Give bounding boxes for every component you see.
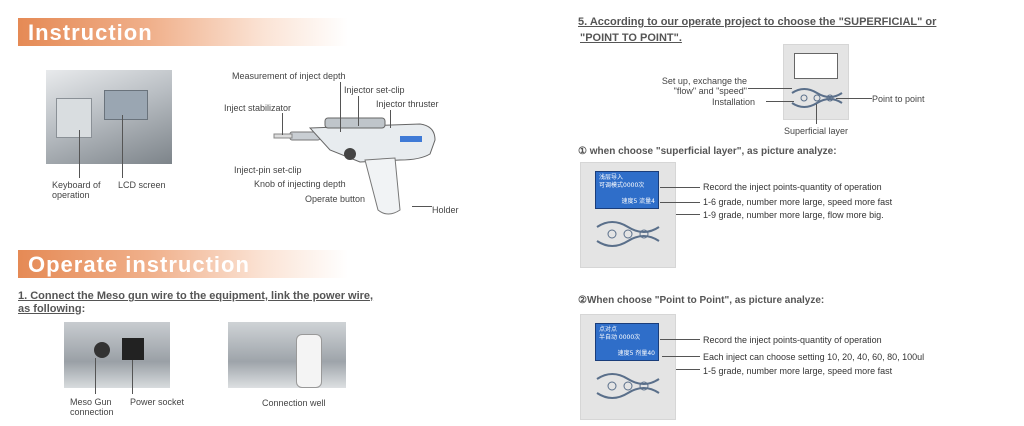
screen1-line2: 可调模式0000次: [599, 182, 645, 189]
step1-line1: 1. Connect the Meso gun wire to the equi…: [18, 290, 374, 302]
superficial-panel: 浅层导入 可调模式0000次 速度5 流量4: [580, 162, 676, 268]
label-stabilizator: Inject stabilizator: [224, 103, 292, 113]
pointer-line: [95, 358, 96, 394]
operate-title: Operate instruction: [28, 252, 250, 277]
pointer-line: [282, 113, 283, 135]
section1-item-3: 1-9 grade, number more large, flow more …: [703, 210, 884, 220]
section2-title: ②When choose "Point to Point", as pictur…: [578, 295, 825, 306]
screen2-line3: 速度5 剂量40: [617, 350, 655, 357]
pointer-line: [390, 110, 391, 128]
section2-item-3: 1-5 grade, number more large, speed more…: [703, 366, 893, 376]
meso-gun-illustration: [273, 117, 436, 215]
pointer-line: [676, 369, 700, 370]
label-superficial: Superficial layer: [784, 126, 849, 136]
operate-banner: Operate instruction: [18, 250, 348, 278]
label-lcd-screen: LCD screen: [118, 180, 166, 190]
screen2-line1: 点对点: [599, 326, 618, 333]
pointer-line: [676, 214, 700, 215]
pointer-line: [816, 104, 817, 124]
pointer-line: [660, 202, 700, 203]
wave-buttons-icon: [791, 88, 843, 108]
pointer-line: [122, 115, 123, 178]
pointer-line: [340, 82, 341, 132]
label-measurement: Measurement of inject depth: [232, 71, 346, 81]
pointer-line: [766, 101, 794, 102]
step1-colon: :: [81, 303, 86, 315]
section1-item-2: 1-6 grade, number more large, speed more…: [703, 197, 893, 207]
label-keyboard: Keyboard of operation: [52, 180, 101, 200]
power-socket-image: [122, 338, 144, 360]
lcd-panel-image: [104, 90, 148, 120]
superficial-screen: 浅层导入 可调模式0000次 速度5 流量4: [595, 171, 659, 209]
label-meso-connection: Meso Gun connection: [70, 397, 114, 417]
section1-item-1: Record the inject points-quantity of ope…: [703, 182, 882, 192]
pointer-line: [660, 339, 700, 340]
section2-item-1: Record the inject points-quantity of ope…: [703, 335, 882, 345]
label-pin-clip: Inject-pin set-clip: [234, 165, 302, 175]
point-screen: 点对点 半自动 0000次 速度5 剂量40: [595, 323, 659, 361]
pointer-line: [79, 130, 80, 178]
pointer-line: [660, 187, 700, 188]
label-holder: Holder: [432, 205, 459, 215]
label-knob: Knob of injecting depth: [254, 179, 346, 189]
section2-item-2: Each inject can choose setting 10, 20, 4…: [703, 352, 925, 362]
label-power-socket: Power socket: [130, 397, 185, 407]
device-keyboard-photo: [46, 70, 172, 164]
panel-screen: [794, 53, 838, 79]
point-to-point-panel: 点对点 半自动 0000次 速度5 剂量40: [580, 314, 676, 420]
pointer-line: [412, 206, 432, 207]
pointer-line: [662, 356, 700, 357]
step5-line1: 5. According to our operate project to c…: [578, 16, 937, 28]
label-setup: Set up, exchange the "flow" and "speed": [661, 76, 747, 96]
step5-line2: "POINT TO POINT".: [580, 32, 682, 44]
label-operate-button: Operate button: [305, 194, 366, 204]
screen2-line2: 半自动 0000次: [599, 334, 641, 341]
pointer-line: [748, 88, 792, 89]
section1-title: ① when choose "superficial layer", as pi…: [578, 146, 837, 157]
pointer-line: [836, 98, 872, 99]
wave-buttons-icon: [596, 221, 660, 247]
screen1-line1: 浅层导入: [599, 174, 624, 181]
label-thruster: Injector thruster: [376, 99, 439, 109]
step1-line2-text: as following: [18, 303, 82, 315]
plug-image: [296, 334, 322, 388]
keyboard-panel-image: [56, 98, 92, 138]
label-connection-well: Connection well: [262, 398, 326, 408]
connection-photo-1: [64, 322, 170, 388]
pointer-line: [358, 96, 359, 126]
instruction-title: Instruction: [28, 20, 153, 45]
label-point-to-point: Point to point: [872, 94, 925, 104]
meso-socket-image: [94, 342, 110, 358]
pointer-line: [132, 360, 133, 394]
step1-line2: as following:: [18, 303, 85, 315]
label-installation: Installation: [712, 97, 756, 107]
wave-buttons-icon: [596, 373, 660, 399]
connection-photo-2: [228, 322, 346, 388]
instruction-banner: Instruction: [18, 18, 348, 46]
label-set-clip: Injector set-clip: [344, 85, 405, 95]
screen1-line3: 速度5 流量4: [621, 198, 655, 205]
